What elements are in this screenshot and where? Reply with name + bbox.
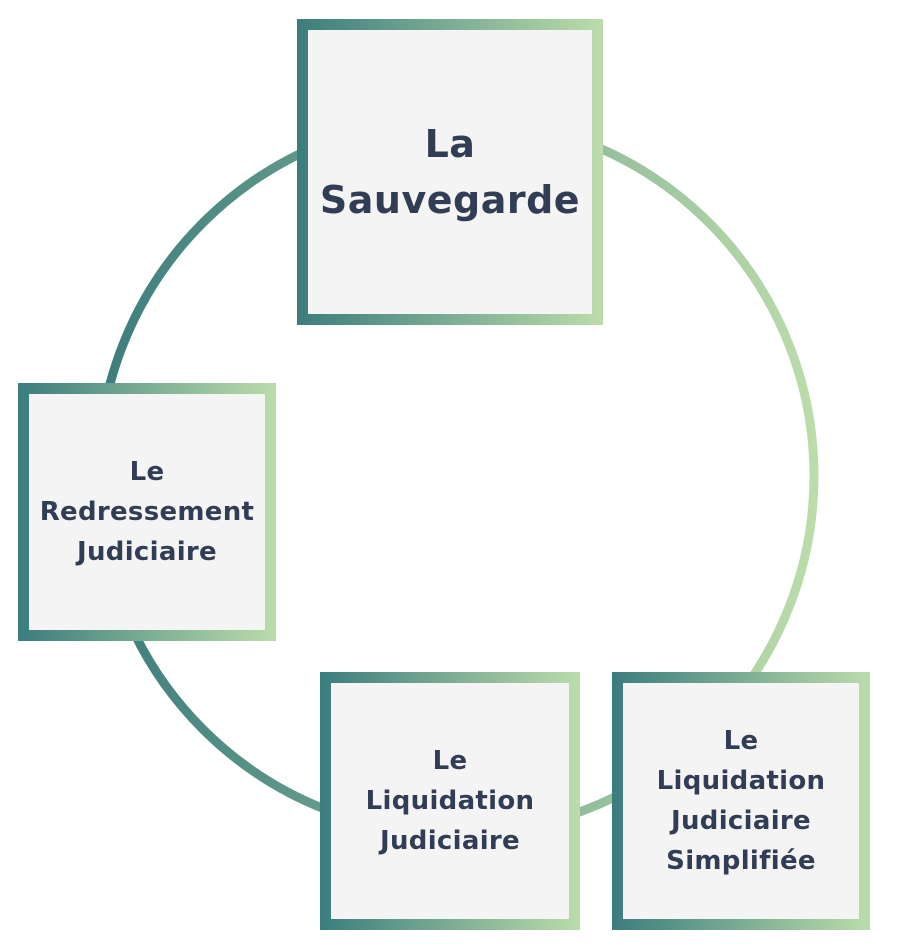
node-label: Le Redressement Judiciaire	[29, 394, 265, 630]
node-label: Le Liquidation Judiciaire Simplifiée	[623, 683, 859, 919]
node-liquidation-judiciaire-simplifiee: Le Liquidation Judiciaire Simplifiée	[612, 672, 870, 930]
node-label: La Sauvegarde	[308, 30, 592, 314]
node-label: Le Liquidation Judiciaire	[331, 683, 569, 919]
label-line: Liquidation	[656, 766, 826, 796]
node-liquidation-judiciaire: Le Liquidation Judiciaire	[320, 672, 580, 930]
label-line: Judiciaire	[671, 806, 811, 836]
label-line: Judiciaire	[380, 826, 520, 856]
label-line: Le	[432, 746, 468, 776]
label-line: Simplifiée	[666, 846, 816, 876]
node-sauvegarde: La Sauvegarde	[297, 19, 603, 325]
node-redressement-judiciaire: Le Redressement Judiciaire	[18, 383, 276, 641]
label-line: Sauvegarde	[319, 178, 581, 222]
label-line: Le	[129, 457, 165, 487]
label-line: La	[424, 122, 476, 166]
label-line: Le	[723, 726, 759, 756]
label-line: Judiciaire	[77, 537, 217, 567]
label-line: Redressement	[39, 497, 255, 527]
label-line: Liquidation	[365, 786, 535, 816]
